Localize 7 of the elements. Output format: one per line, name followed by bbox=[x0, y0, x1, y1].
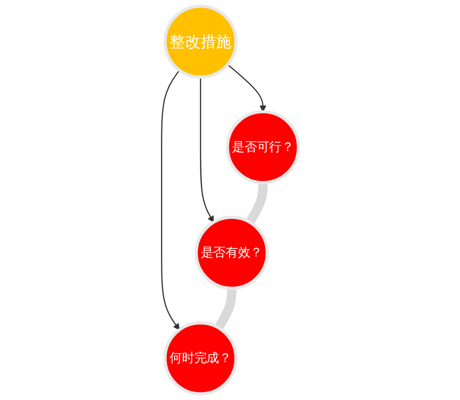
node-circle: 是否有效？ bbox=[194, 216, 269, 290]
arrow bbox=[161, 70, 180, 330]
arrow bbox=[227, 64, 266, 112]
arrow bbox=[200, 77, 214, 223]
node-circle: 整改措施 bbox=[164, 4, 238, 79]
node-circle: 是否可行？ bbox=[226, 110, 300, 184]
node-circle: 何时完成？ bbox=[164, 321, 238, 396]
